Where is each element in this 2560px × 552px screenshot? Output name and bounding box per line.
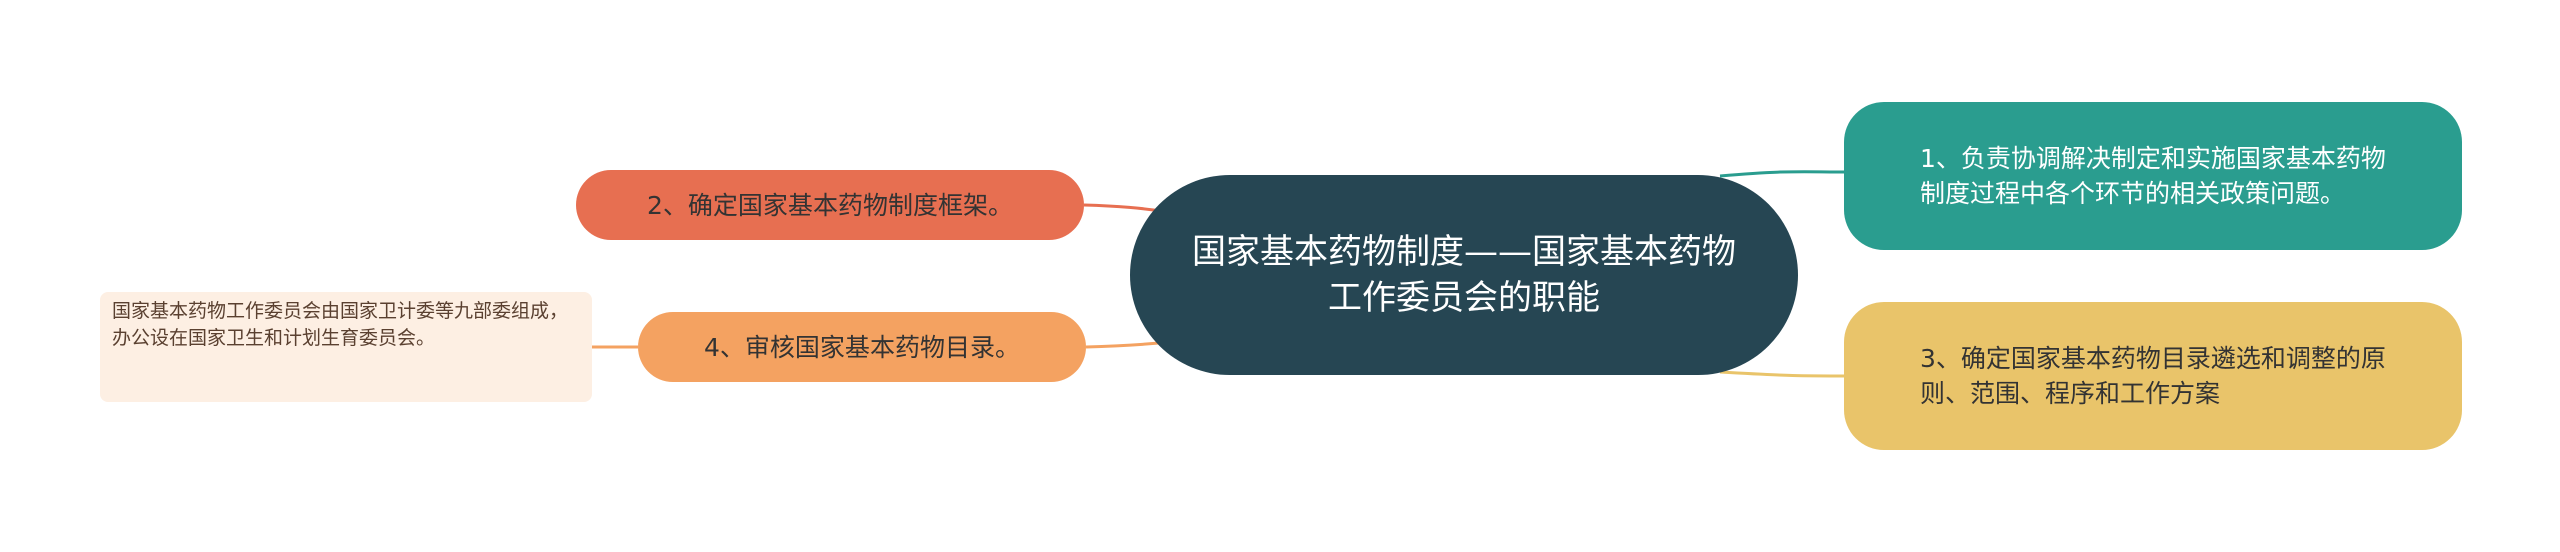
note-card[interactable]: 国家基本药物工作委员会由国家卫计委等九部委组成，办公设在国家卫生和计划生育委员会… [100, 292, 592, 402]
branch-node-3[interactable]: 3、确定国家基本药物目录遴选和调整的原则、范围、程序和工作方案 [1844, 302, 2462, 450]
branch-node-4[interactable]: 4、审核国家基本药物目录。 [638, 312, 1086, 382]
connector-central-to-n3 [1719, 370, 1851, 378]
branch-node-1[interactable]: 1、负责协调解决制定和实施国家基本药物制度过程中各个环节的相关政策问题。 [1844, 102, 2462, 250]
branch-node-4-text: 4、审核国家基本药物目录。 [704, 332, 1020, 362]
branch-node-3-text: 3、确定国家基本药物目录遴选和调整的原则、范围、程序和工作方案 [1920, 344, 2386, 408]
branch-node-1-text: 1、负责协调解决制定和实施国家基本药物制度过程中各个环节的相关政策问题。 [1920, 144, 2386, 208]
connector-central-to-n1 [1719, 170, 1851, 178]
central-topic[interactable]: 国家基本药物制度——国家基本药物工作委员会的职能 [1130, 175, 1798, 375]
branch-node-2[interactable]: 2、确定国家基本药物制度框架。 [576, 170, 1084, 240]
branch-node-2-text: 2、确定国家基本药物制度框架。 [647, 190, 1013, 220]
note-card-text: 国家基本药物工作委员会由国家卫计委等九部委组成，办公设在国家卫生和计划生育委员会… [112, 300, 569, 349]
central-topic-text: 国家基本药物制度——国家基本药物工作委员会的职能 [1192, 232, 1736, 318]
